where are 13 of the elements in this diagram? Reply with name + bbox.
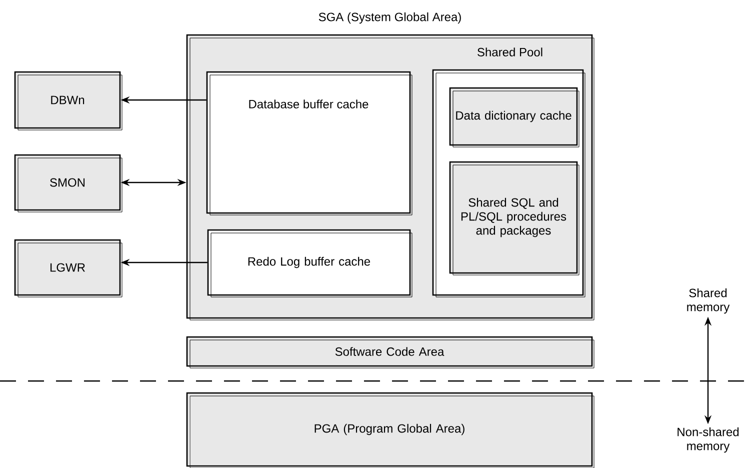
- memory-label: Shared memory: [687, 288, 730, 314]
- area-box: PGA (Program Global Area): [186, 392, 594, 468]
- cache-box: Data dictionary cache: [449, 87, 580, 148]
- cache-box: Database buffer cache: [206, 71, 412, 216]
- node-label: Shared Pool: [478, 48, 542, 56]
- cache-box: Redo Log buffer cache: [207, 229, 412, 298]
- process-box: DBWn: [14, 71, 122, 130]
- process-box: LGWR: [14, 239, 122, 298]
- process-box: Shared SQL and PL/SQL procedures and packages: [449, 161, 580, 276]
- memory-label: Non-shared memory: [678, 427, 739, 453]
- node-label: SGA (System Global Area): [318, 12, 461, 24]
- area-box: Software Code Area: [186, 336, 594, 368]
- process-box: SMON: [14, 154, 122, 212]
